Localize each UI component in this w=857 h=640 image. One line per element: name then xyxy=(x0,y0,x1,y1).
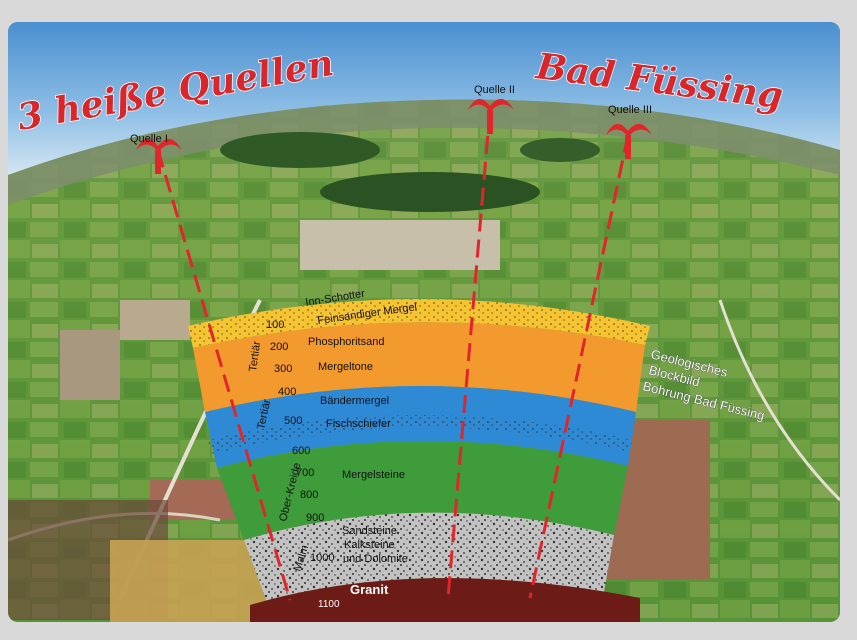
depth-300: 300 xyxy=(274,363,292,375)
depth-700: 700 xyxy=(296,467,314,479)
pipe-quelle-3 xyxy=(528,134,630,599)
spring-pipes xyxy=(156,109,630,601)
depth-600: 600 xyxy=(292,445,310,457)
depth-500: 500 xyxy=(284,415,302,427)
layer-label-fischschiefer: Fischschiefer xyxy=(326,418,391,430)
layer-label-mergeltone: Mergeltone xyxy=(318,361,373,373)
layer-label-baendermergel: Bändermergel xyxy=(320,395,389,407)
depth-800: 800 xyxy=(300,489,318,501)
layer-granite xyxy=(250,578,640,622)
label-quelle-2: Quelle II xyxy=(474,84,515,96)
label-quelle-1: Quelle I xyxy=(130,133,168,145)
layer-blue-dots xyxy=(208,415,632,454)
layer-label-dolomite: und Dolomite xyxy=(343,553,408,565)
label-quelle-3: Quelle III xyxy=(608,104,652,116)
layer-green xyxy=(217,440,628,540)
period-tertiaer-1: Tertiär xyxy=(247,340,263,372)
depth-100: 100 xyxy=(266,319,284,331)
pipe-quelle-1 xyxy=(156,149,292,601)
layer-label-kalksteine: Kalksteine xyxy=(344,539,395,551)
fountain-icon-2 xyxy=(468,98,514,134)
layer-orange xyxy=(193,322,645,412)
depth-900: 900 xyxy=(306,512,324,524)
layer-label-phosphoritsand: Phosphoritsand xyxy=(308,336,384,348)
layer-label-sandsteine: Sandsteine xyxy=(342,525,397,537)
geological-block xyxy=(188,299,650,622)
depth-1100: 1100 xyxy=(318,599,340,610)
pipe-quelle-2 xyxy=(446,109,492,599)
depth-scale: 100 200 300 400 500 600 700 800 900 1000 xyxy=(266,319,334,564)
granite-label: Granit xyxy=(350,582,389,597)
layer-yellow-dots xyxy=(188,299,650,348)
layer-label-mergelsteine: Mergelsteine xyxy=(342,469,405,481)
depth-1000: 1000 xyxy=(310,552,334,564)
fountain-icon-1 xyxy=(136,138,182,174)
depth-400: 400 xyxy=(278,386,296,398)
depth-200: 200 xyxy=(270,341,288,353)
fountain-icon-3 xyxy=(606,123,652,159)
